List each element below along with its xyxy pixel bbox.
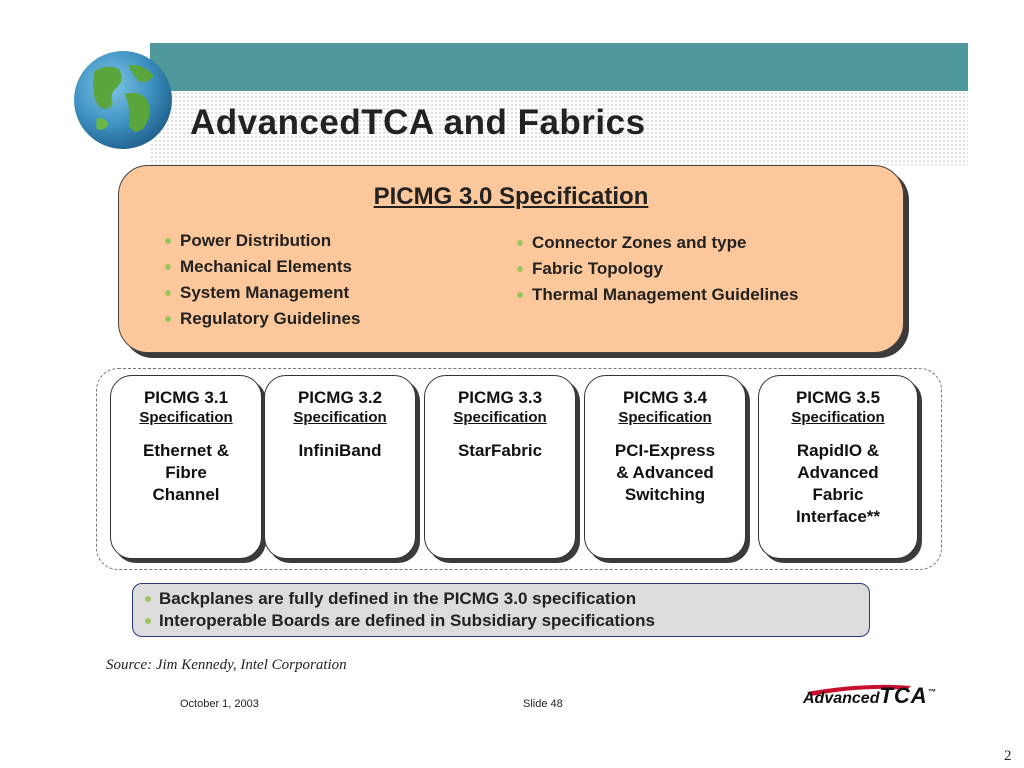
note-item: Interoperable Boards are defined in Subs… xyxy=(145,610,655,632)
spec-fabric: StarFabric xyxy=(457,441,543,460)
spec-box-3-1: PICMG 3.1 Specification Ethernet & Fibre… xyxy=(110,375,262,559)
spec-label: Specification xyxy=(139,409,233,426)
main-spec-right-list: Connector Zones and type Fabric Topology… xyxy=(517,230,798,308)
page-number: 2 xyxy=(1004,748,1012,764)
subsidiary-group xyxy=(96,368,942,570)
spec-name: PICMG 3.3 xyxy=(457,388,543,407)
main-spec-item: System Management xyxy=(165,280,360,306)
spec-box-3-3: PICMG 3.3 Specification StarFabric xyxy=(424,375,576,559)
spec-label: Specification xyxy=(791,409,885,426)
main-spec-left-list: Power Distribution Mechanical Elements S… xyxy=(165,228,360,332)
footer-slide-number: Slide 48 xyxy=(523,698,563,710)
spec-fabric: Ethernet & Fibre Channel xyxy=(143,441,229,504)
spec-fabric: PCI-Express & Advanced Switching xyxy=(614,441,716,504)
main-spec-box: PICMG 3.0 Specification Power Distributi… xyxy=(118,165,904,353)
spec-name: PICMG 3.4 xyxy=(622,388,708,407)
spec-fabric: InfiniBand xyxy=(298,441,382,460)
main-spec-item: Mechanical Elements xyxy=(165,254,360,280)
spec-box-3-2: PICMG 3.2 Specification InfiniBand xyxy=(264,375,416,559)
notes-box: Backplanes are fully defined in the PICM… xyxy=(132,583,870,637)
spec-label: Specification xyxy=(453,409,547,426)
source-citation: Source: Jim Kennedy, Intel Corporation xyxy=(106,657,347,673)
header-band xyxy=(150,43,968,91)
spec-label: Specification xyxy=(293,409,387,426)
logo-small-text: Advanced xyxy=(803,690,880,707)
spec-name: PICMG 3.1 xyxy=(143,388,229,407)
note-item: Backplanes are fully defined in the PICM… xyxy=(145,588,655,610)
spec-box-3-5: PICMG 3.5 Specification RapidIO & Advanc… xyxy=(758,375,918,559)
main-spec-item: Thermal Management Guidelines xyxy=(517,282,798,308)
dotted-pattern xyxy=(150,91,968,165)
main-spec-item: Regulatory Guidelines xyxy=(165,306,360,332)
globe-icon xyxy=(74,51,172,149)
spec-box-3-4: PICMG 3.4 Specification PCI-Express & Ad… xyxy=(584,375,746,559)
logo-swoosh-icon xyxy=(807,684,911,696)
spec-name: PICMG 3.2 xyxy=(297,388,383,407)
spec-name: PICMG 3.5 xyxy=(795,388,881,407)
footer-date: October 1, 2003 xyxy=(180,698,259,710)
notes-list: Backplanes are fully defined in the PICM… xyxy=(145,588,655,632)
logo-text: AdvancedTCA™ xyxy=(803,683,936,709)
main-spec-item: Fabric Topology xyxy=(517,256,798,282)
spec-fabric: RapidIO & Advanced Fabric Interface** xyxy=(795,441,881,526)
main-spec-item: Power Distribution xyxy=(165,228,360,254)
main-spec-item: Connector Zones and type xyxy=(517,230,798,256)
logo-big-text: TCA xyxy=(879,683,928,708)
spec-label: Specification xyxy=(618,409,712,426)
main-spec-title: PICMG 3.0 Specification xyxy=(373,183,649,210)
logo-trademark: ™ xyxy=(927,687,936,697)
slide-title: AdvancedTCA and Fabrics xyxy=(190,103,646,142)
advancedtca-logo: AdvancedTCA™ xyxy=(803,680,949,714)
